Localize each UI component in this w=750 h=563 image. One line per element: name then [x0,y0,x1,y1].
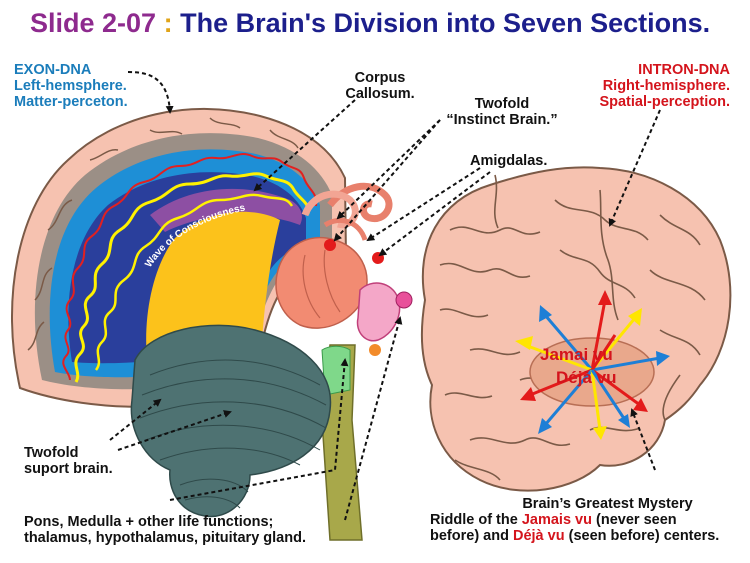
pointer-arrows [109,71,661,521]
support-brain-label: Twofold suport brain. [24,445,113,477]
wave-yellow-inner [94,193,294,371]
intron-line1: INTRON-DNA [638,62,730,78]
pink-structure [356,282,401,342]
arrow-amigdala-2 [378,171,491,257]
intron-line3: Spatial-perception. [599,94,730,111]
instinct-brain-label: Twofold “Instinct Brain.” [432,96,572,128]
intron-label: INTRON-DNA Right-hemisphere. Spatial-per… [570,62,730,111]
exon-line3: Matter-perceton. [14,94,128,111]
exon-label: EXON-DNA Left-hemsphere. Matter-perceton… [14,62,128,111]
brainstem-line1: Pons, Medulla + other life functions; [24,514,274,530]
right-brain [420,166,732,492]
exon-line2: Left-hemsphere. [14,78,127,95]
corpus-callosum-label: Corpus Callosum. [340,70,420,102]
corpus-line1: Corpus [354,70,406,86]
support-line2: suport brain. [24,461,113,478]
cortex-gyri [27,117,299,351]
corpus-callosum [150,188,302,232]
right-hemisphere [420,166,732,492]
arrow-mystery [630,408,656,471]
intron-line2: Right-hemisphere. [602,78,730,95]
limbic-lobe [275,236,368,329]
mystery-heading: Brain’s Greatest Mystery [522,496,693,512]
arrow-amigdala-1 [366,167,481,242]
support-line1: Twofold [24,445,79,461]
title-separator: : [163,8,173,38]
instinct-brain [275,182,413,356]
brainstem-label: Pons, Medulla + other life functions; th… [24,514,306,546]
arrow-instinct-2 [333,119,441,242]
arrow-exon [127,71,174,114]
mystery-line2: Riddle of the Jamais vu (never seen [430,512,735,528]
instinct-line2: “Instinct Brain.” [446,112,558,129]
amigdala-left [324,239,336,251]
instinct-line1: Twofold [474,96,530,112]
title-text: The Brain's Division into Seven Sections… [180,8,711,38]
cerebellum-folia [139,359,327,509]
arrow-pons-1 [169,358,349,501]
right-gyri [439,174,706,481]
mystery-deja: Déjà vu [512,528,565,545]
exon-line1: EXON-DNA [14,62,92,78]
deja-vu-center: Déjà vu [556,368,617,387]
jamais-vu-center: Jamai vu [540,345,613,364]
arrow-support-2 [117,410,232,451]
mystery-jamais: Jamais vu [521,512,592,529]
wave-red [62,153,318,381]
arrow-support-1 [109,398,162,441]
center-arrows [515,290,670,440]
slide-number: Slide 2-07 [30,8,157,38]
arrow-instinct-1 [336,119,441,220]
arrow-corpus [253,99,356,192]
mystery-line3-prefix: before) and [430,528,509,545]
mystery-line3: before) and Déjà vu (seen before) center… [430,528,735,544]
brainstem-line2: thalamus, hypothalamus, pituitary gland. [24,530,306,547]
slide-title: Slide 2-07 : The Brain's Division into S… [30,8,710,38]
cerebellum [130,324,332,518]
mystery-label: Brain’s Greatest Mystery Riddle of the J… [430,496,735,545]
mystery-line2-prefix: Riddle of the [430,512,518,529]
amigdalas-label: Amigdalas. [470,153,548,169]
corpus-line2: Callosum. [345,86,415,103]
mystery-line2-suffix: (never seen [596,512,677,529]
mystery-line3-suffix: (seen before) centers. [568,528,720,545]
